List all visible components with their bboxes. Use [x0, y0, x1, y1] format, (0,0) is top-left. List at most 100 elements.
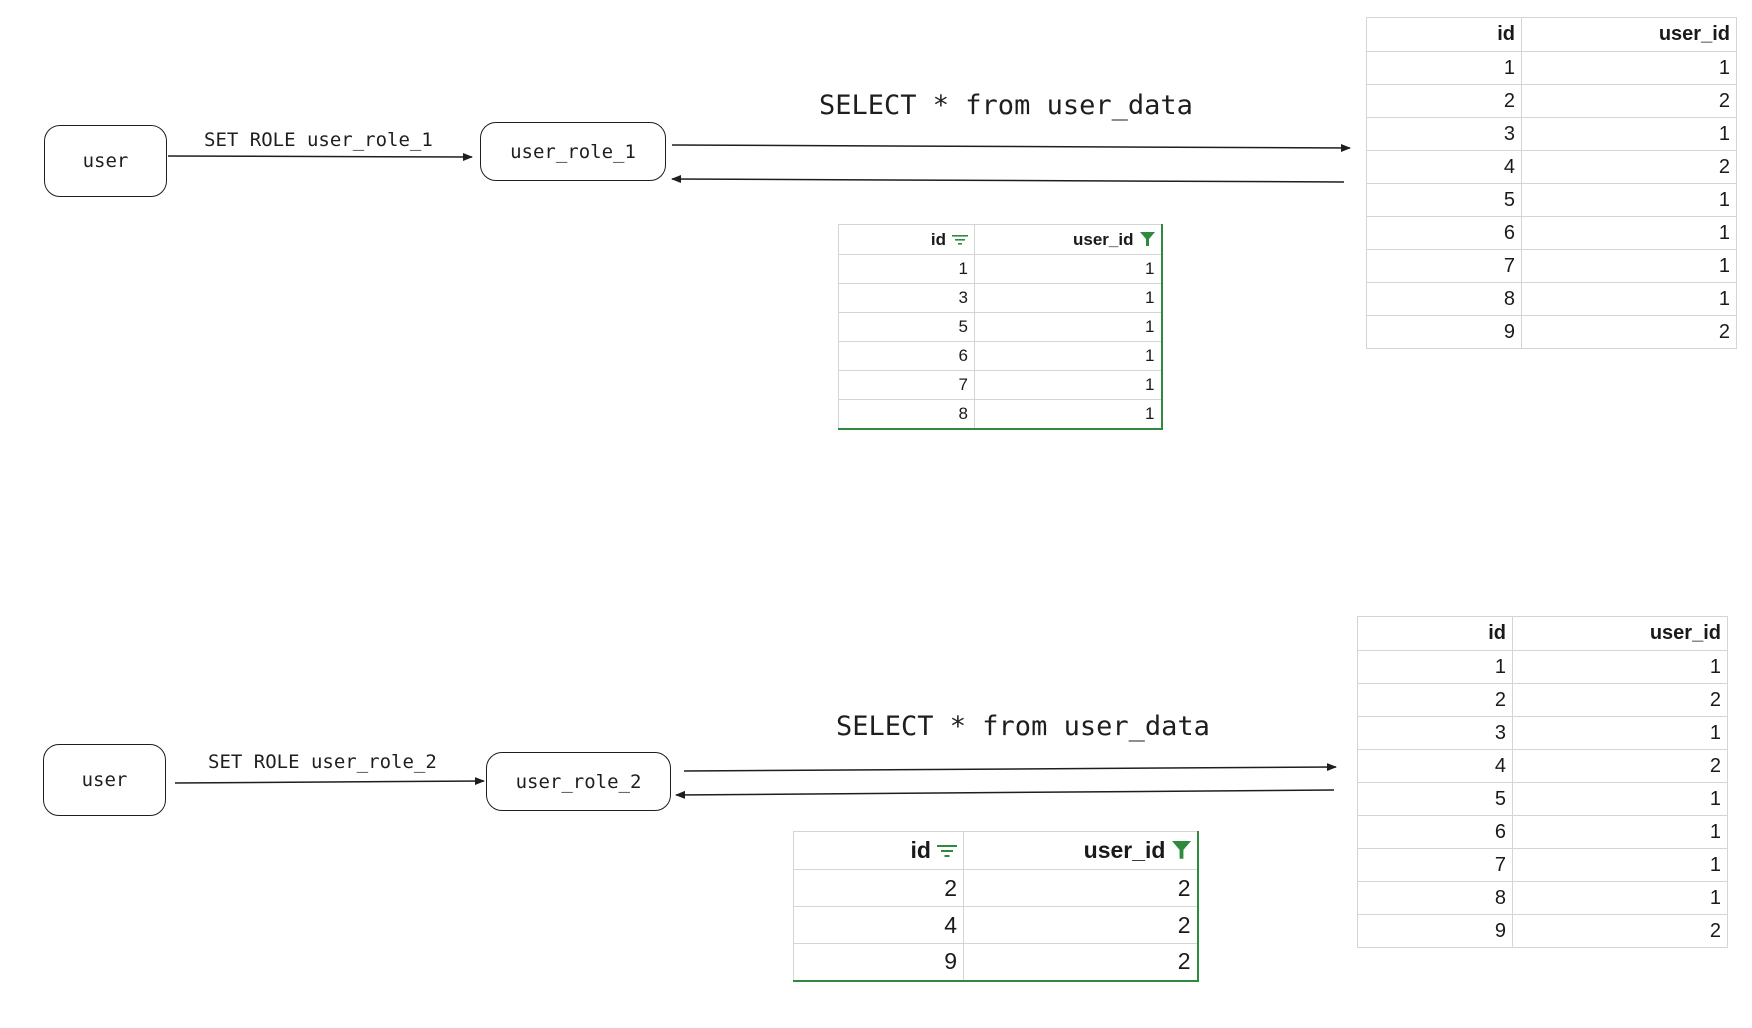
cell-id: 3 — [1357, 716, 1513, 750]
col-header-user-id[interactable]: user_id — [974, 224, 1163, 255]
cell-id: 8 — [1357, 881, 1513, 915]
cell-id: 7 — [1357, 848, 1513, 882]
cell-id: 4 — [1366, 150, 1522, 184]
query-arrow-1 — [671, 143, 1351, 152]
sort-filter-lines-icon[interactable] — [952, 234, 968, 246]
cell-id: 9 — [1357, 914, 1513, 948]
cell-id: 7 — [838, 370, 975, 400]
sort-filter-lines-icon[interactable] — [937, 844, 957, 858]
col-header-id: id — [1357, 616, 1513, 651]
cell-user-id: 1 — [974, 283, 1163, 313]
cell-user-id: 1 — [1521, 282, 1737, 316]
cell-id: 4 — [1357, 749, 1513, 783]
cell-user-id: 2 — [1512, 749, 1728, 783]
role-node-1: user_role_1 — [480, 122, 666, 181]
query-label-2: SELECT * from user_data — [836, 711, 1210, 742]
cell-user-id: 1 — [1512, 650, 1728, 684]
cell-id: 1 — [1366, 51, 1522, 85]
funnel-filled-icon[interactable] — [1171, 841, 1191, 860]
cell-user-id: 1 — [1521, 117, 1737, 151]
cell-user-id: 2 — [1521, 150, 1737, 184]
cell-id: 5 — [1357, 782, 1513, 816]
result-arrow-2 — [675, 789, 1335, 799]
query-arrow-2 — [683, 763, 1337, 772]
cell-user-id: 1 — [974, 399, 1163, 430]
cell-user-id: 1 — [1521, 51, 1737, 85]
cell-user-id: 2 — [1521, 315, 1737, 349]
cell-id: 5 — [1366, 183, 1522, 217]
user-node-1-label: user — [82, 150, 129, 172]
col-header-user-id[interactable]: user_id — [963, 831, 1199, 870]
cell-id: 8 — [838, 399, 975, 430]
col-header-user-id: user_id — [1521, 17, 1737, 52]
cell-user-id: 1 — [1521, 216, 1737, 250]
filtered-table-1-header: id user_id — [838, 224, 1163, 255]
cell-user-id: 1 — [974, 254, 1163, 284]
col-header-id[interactable]: id — [793, 831, 964, 870]
cell-user-id: 2 — [1521, 84, 1737, 118]
cell-id: 7 — [1366, 249, 1522, 283]
cell-id: 9 — [793, 943, 964, 982]
set-role-arrow-2 — [174, 777, 485, 786]
cell-id: 6 — [838, 341, 975, 371]
cell-user-id: 2 — [1512, 914, 1728, 948]
cell-id: 3 — [838, 283, 975, 313]
col-header-id-label: id — [930, 229, 946, 249]
cell-id: 8 — [1366, 282, 1522, 316]
filtered-table-2-header: id user_id — [793, 831, 1199, 870]
cell-user-id: 2 — [963, 906, 1199, 944]
col-header-id-label: id — [910, 837, 931, 863]
cell-user-id: 2 — [963, 943, 1199, 982]
role-node-1-label: user_role_1 — [510, 140, 636, 163]
cell-id: 1 — [1357, 650, 1513, 684]
cell-user-id: 1 — [974, 312, 1163, 342]
set-role-label-1: SET ROLE user_role_1 — [204, 129, 433, 151]
col-header-id: id — [1366, 17, 1522, 52]
cell-user-id: 1 — [1521, 183, 1737, 217]
user-node-2-label: user — [81, 769, 128, 791]
col-header-user-id-label: user_id — [1083, 837, 1166, 863]
query-label-1: SELECT * from user_data — [819, 90, 1193, 121]
cell-id: 3 — [1366, 117, 1522, 151]
cell-user-id: 1 — [1521, 249, 1737, 283]
cell-id: 6 — [1366, 216, 1522, 250]
cell-id: 2 — [1366, 84, 1522, 118]
cell-id: 2 — [793, 869, 964, 907]
result-arrow-1 — [671, 175, 1345, 184]
col-header-user-id-label: user_id — [1073, 229, 1134, 249]
cell-id: 6 — [1357, 815, 1513, 849]
user-node-2: user — [43, 744, 166, 816]
col-header-user-id: user_id — [1512, 616, 1728, 651]
filtered-table-2: id user_id — [793, 831, 1199, 982]
cell-user-id: 2 — [1512, 683, 1728, 717]
col-header-id[interactable]: id — [838, 224, 975, 255]
cell-id: 5 — [838, 312, 975, 342]
cell-user-id: 1 — [974, 370, 1163, 400]
funnel-filled-icon[interactable] — [1139, 232, 1155, 247]
